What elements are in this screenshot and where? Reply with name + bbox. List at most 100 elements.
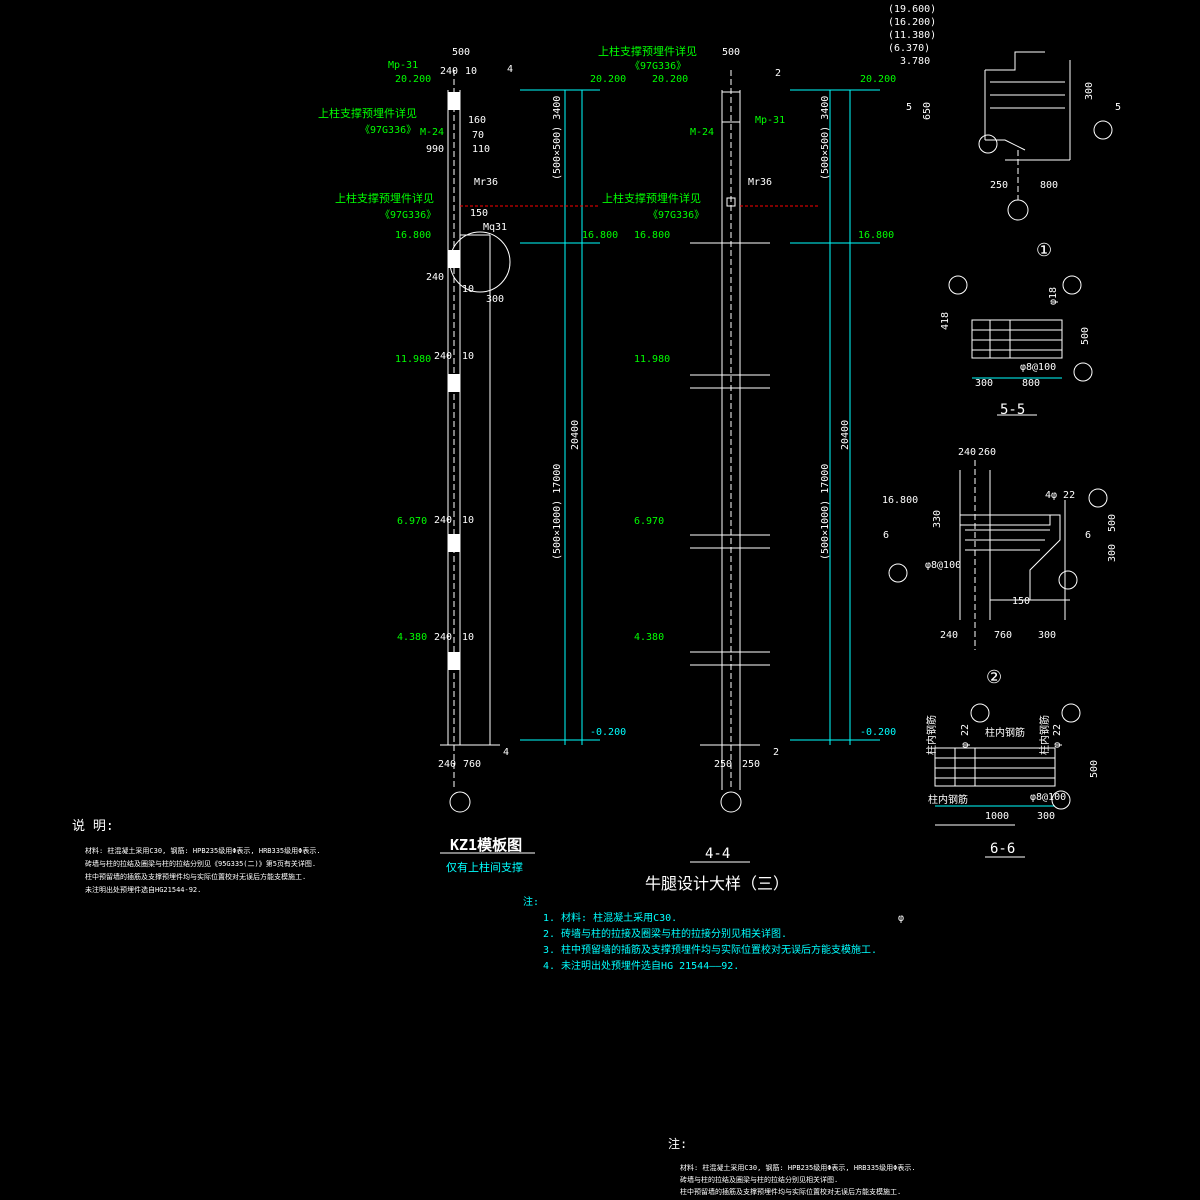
dim-17000: (500×1000) 17000 bbox=[552, 464, 563, 560]
dim-1000-s66: 1000 bbox=[985, 811, 1009, 822]
left-note-3: 柱中预留墙的插筋及支撑预埋件均与实际位置校对无误后方能支模施工. bbox=[85, 872, 306, 881]
center-notes-heading: 注: bbox=[523, 895, 539, 908]
label-rebar-in-bottom: 柱内钢筋 bbox=[928, 793, 968, 806]
mark-6b: 6 bbox=[1085, 530, 1091, 541]
dim-20400-mid: 20400 bbox=[840, 420, 851, 450]
section-mark-2: 2 bbox=[775, 68, 781, 79]
center-note-1: 1. 材料: 柱混凝土采用C30. bbox=[543, 911, 677, 924]
dim-150: 150 bbox=[470, 208, 488, 219]
dim-760-s2: 760 bbox=[994, 630, 1012, 641]
dim-300-s2: 300 bbox=[1107, 544, 1118, 562]
elev-4-380: 4.380 bbox=[397, 632, 427, 643]
dim-300-s55: 300 bbox=[975, 378, 993, 389]
view-4-4-title: 4-4 bbox=[705, 846, 730, 862]
label-top-brace-ref: 《97G336》 bbox=[360, 124, 416, 136]
embedded-plate bbox=[448, 250, 460, 268]
label-mr36-mid: Mr36 bbox=[748, 177, 772, 188]
label-top-brace: 上柱支撑预埋件详见 bbox=[318, 106, 417, 120]
elev-minus-0-200-mid: -0.200 bbox=[860, 727, 896, 738]
embedded-plate bbox=[448, 92, 460, 110]
left-note-2: 砖墙与柱的拉结及圈梁与柱的拉结分别见《95G335(二)》第5页有关详图. bbox=[85, 859, 316, 868]
label-mp31: Mp-31 bbox=[388, 60, 418, 71]
elev-11-980-mid: 11.980 bbox=[634, 354, 670, 365]
label-mq31: Mq31 bbox=[483, 222, 507, 233]
label-top-brace-3: 上柱支撑预埋件详见 bbox=[598, 44, 697, 58]
embedded-plate bbox=[448, 374, 460, 392]
dim-240e: 240 bbox=[434, 632, 452, 643]
dim-10b: 10 bbox=[462, 284, 474, 295]
elev-20-200: 20.200 bbox=[395, 74, 431, 85]
dim-10: 10 bbox=[465, 66, 477, 77]
top-elev-1: (19.600) bbox=[888, 4, 936, 15]
section-6-6-title: 6-6 bbox=[990, 841, 1015, 857]
top-elev-4: (6.370) bbox=[888, 43, 930, 54]
elev-6-970-mid: 6.970 bbox=[634, 516, 664, 527]
label-mp31-mid: Mp-31 bbox=[755, 115, 785, 126]
dim-150-s2: 150 bbox=[1012, 596, 1030, 607]
bottom-note-3: 柱中预留墙的插筋及支撑预埋件均与实际位置校对无误后方能支模施工. bbox=[680, 1187, 901, 1196]
label-phi22-right: φ 22 bbox=[1052, 724, 1063, 748]
kz1-title: KZ1模板图 bbox=[450, 836, 522, 854]
main-title: 牛腿设计大样（三） bbox=[645, 874, 789, 893]
label-m24-mid: M-24 bbox=[690, 127, 714, 138]
dim-250b-mid: 250 bbox=[742, 759, 760, 770]
dim-110: 110 bbox=[472, 144, 490, 155]
dim-300-s66: 300 bbox=[1037, 811, 1055, 822]
mark-5: 5 bbox=[906, 102, 912, 113]
dim-418: 418 bbox=[940, 312, 951, 330]
label-top-brace-2: 上柱支撑预埋件详见 bbox=[335, 191, 434, 205]
dim-240: 240 bbox=[440, 66, 458, 77]
section-5-5-labels: 418 φ18 φ8@100 300 800 500 5-5 bbox=[940, 287, 1091, 418]
label-top-brace-ref-2: 《97G336》 bbox=[380, 209, 436, 221]
dim-20400: 20400 bbox=[570, 420, 581, 450]
label-rebar-in-right: 柱内钢筋 bbox=[1038, 715, 1051, 755]
center-note-phi: φ bbox=[898, 913, 904, 924]
dim-500-s66: 500 bbox=[1089, 760, 1100, 778]
section-mark-4: 4 bbox=[507, 64, 513, 75]
elev-16-800-mid-right: 16.800 bbox=[858, 230, 894, 241]
middle-column-labels: 上柱支撑预埋件详见 《97G336》 20.200 M-24 Mp-31 上柱支… bbox=[598, 44, 896, 770]
dim-500: 500 bbox=[452, 47, 470, 58]
section-mark-2b: 2 bbox=[773, 747, 779, 758]
label-rebar-in-left: 柱内钢筋 bbox=[925, 715, 938, 755]
label-top-brace-ref-3: 《97G336》 bbox=[630, 60, 686, 72]
dim-990: 990 bbox=[426, 144, 444, 155]
center-note-4: 4. 未注明出处预埋件选自HG 21544——92. bbox=[543, 959, 739, 972]
elev-20-200-right: 20.200 bbox=[590, 74, 626, 85]
dim-300-s2b: 300 bbox=[1038, 630, 1056, 641]
dim-17000-mid: (500×1000) 17000 bbox=[820, 464, 831, 560]
label-phi8-s2: φ8@100 bbox=[925, 560, 961, 571]
center-notes: 注: 1. 材料: 柱混凝土采用C30. φ 2. 砖墙与柱的拉接及圈梁与柱的拉… bbox=[523, 895, 904, 972]
bottom-notes: 注: 材料: 柱混凝土采用C30, 钢筋: HPB235级用Φ表示, HRB33… bbox=[668, 1136, 916, 1196]
label-phi22-left: φ 22 bbox=[960, 724, 971, 748]
elev-3-780: 3.780 bbox=[900, 56, 930, 67]
bottom-note-2: 砖墙与柱的拉结及圈梁与柱的拉结分别见相关详图. bbox=[680, 1175, 838, 1184]
dim-240-s2: 240 bbox=[958, 447, 976, 458]
bottom-notes-heading: 注: bbox=[668, 1136, 687, 1151]
label-phi18: φ18 bbox=[1048, 287, 1059, 305]
elev-16-800: 16.800 bbox=[395, 230, 431, 241]
dim-240-s2b: 240 bbox=[940, 630, 958, 641]
label-m24: M-24 bbox=[420, 127, 444, 138]
section-5-5-title: 5-5 bbox=[1000, 402, 1025, 418]
dim-500-s55: 500 bbox=[1080, 327, 1091, 345]
section-mark-4b: 4 bbox=[503, 747, 509, 758]
elev-minus-0-200: -0.200 bbox=[590, 727, 626, 738]
elev-16-800-mid: 16.800 bbox=[634, 230, 670, 241]
elev-11-980: 11.980 bbox=[395, 354, 431, 365]
dim-10d: 10 bbox=[462, 515, 474, 526]
left-column-labels: Mp-31 20.200 上柱支撑预埋件详见 《97G336》 M-24 上柱支… bbox=[318, 47, 626, 770]
dim-330: 330 bbox=[932, 510, 943, 528]
label-mr36: Mr36 bbox=[474, 177, 498, 188]
label-phi8-s66: φ8@100 bbox=[1030, 792, 1066, 803]
section-4-4-elevation bbox=[690, 70, 880, 813]
dim-3400: (500×500) 3400 bbox=[552, 96, 563, 180]
section-2-title: ② bbox=[986, 667, 1002, 688]
top-elev-3: (11.380) bbox=[888, 30, 936, 41]
section-1-title: ① bbox=[1036, 240, 1052, 261]
section-1-detail bbox=[978, 51, 1113, 221]
mark-6: 6 bbox=[883, 530, 889, 541]
label-top-brace-4: 上柱支撑预埋件详见 bbox=[602, 191, 701, 205]
dim-650-s1: 650 bbox=[922, 102, 933, 120]
